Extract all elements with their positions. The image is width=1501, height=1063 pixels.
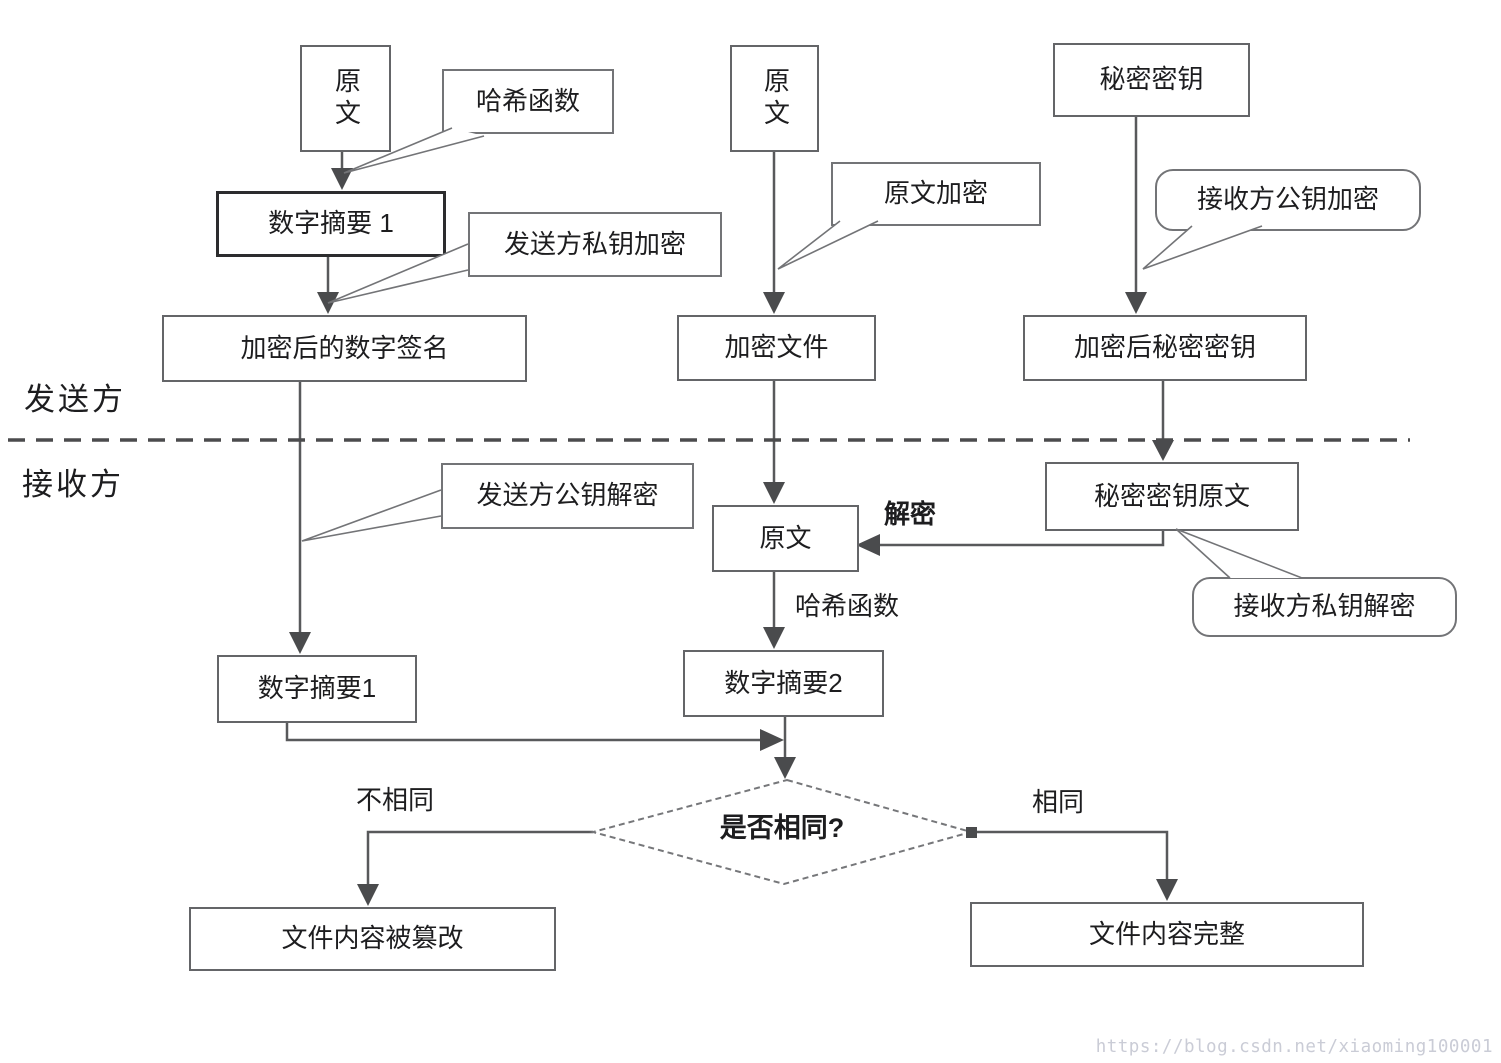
node-label: 原文 bbox=[759, 522, 812, 553]
edge-label-same: 相同 bbox=[1032, 787, 1085, 817]
callout-sender-private-key-encrypt: 发送方私钥加密 bbox=[468, 212, 722, 277]
arrow-same-branch bbox=[971, 830, 1169, 882]
node-label: 原文 bbox=[760, 66, 791, 131]
callout-receiver-public-key-encrypt: 接收方公钥加密 bbox=[1155, 169, 1421, 231]
callout-label: 接收方公钥加密 bbox=[1196, 184, 1379, 215]
node-original-text-receiver: 原文 bbox=[712, 505, 859, 572]
node-file-intact: 文件内容完整 bbox=[970, 902, 1364, 967]
callout-label: 接收方私钥解密 bbox=[1233, 591, 1416, 622]
node-digest1-receiver: 数字摘要1 bbox=[217, 655, 417, 723]
edge-label-hash-function: 哈希函数 bbox=[795, 591, 900, 621]
callout-label: 原文加密 bbox=[883, 178, 988, 209]
node-original-text-middle: 原文 bbox=[730, 45, 819, 152]
callout-original-text-encrypt: 原文加密 bbox=[831, 162, 1041, 226]
callout-receiver-private-key-decrypt: 接收方私钥解密 bbox=[1192, 577, 1457, 637]
node-label: 加密文件 bbox=[724, 332, 829, 363]
node-secret-key: 秘密密钥 bbox=[1053, 43, 1250, 117]
node-encrypted-signature: 加密后的数字签名 bbox=[162, 315, 527, 382]
tail-orig-encrypt bbox=[777, 220, 879, 270]
node-label: 文件内容被篡改 bbox=[281, 923, 464, 954]
node-digest2: 数字摘要2 bbox=[683, 650, 884, 717]
tail-sender-public bbox=[301, 489, 442, 542]
edge-label-decrypt: 解密 bbox=[884, 499, 937, 529]
decision-label: 是否相同? bbox=[719, 813, 845, 843]
callout-label: 发送方公钥解密 bbox=[476, 480, 659, 511]
node-original-text-sender: 原文 bbox=[300, 45, 391, 152]
node-label: 数字摘要 1 bbox=[268, 208, 394, 239]
node-label: 秘密密钥 bbox=[1099, 64, 1204, 95]
node-label: 文件内容完整 bbox=[1088, 918, 1245, 949]
callout-label: 发送方私钥加密 bbox=[503, 228, 686, 259]
node-digest1-sender: 数字摘要 1 bbox=[216, 191, 446, 257]
callout-label: 哈希函数 bbox=[475, 85, 580, 116]
node-encrypted-file: 加密文件 bbox=[677, 315, 876, 381]
arrow-not-same-branch bbox=[366, 830, 593, 886]
watermark-url: https://blog.csdn.net/xiaoming100001 bbox=[1095, 1037, 1493, 1057]
node-label: 数字摘要2 bbox=[724, 667, 843, 698]
edge-label-not-same: 不相同 bbox=[356, 785, 435, 815]
node-label: 加密后秘密密钥 bbox=[1073, 332, 1256, 363]
node-secret-key-plaintext: 秘密密钥原文 bbox=[1045, 462, 1299, 531]
node-file-tampered: 文件内容被篡改 bbox=[189, 907, 556, 971]
callout-hash-function-sender: 哈希函数 bbox=[442, 69, 614, 134]
lane-label-receiver: 接收方 bbox=[22, 467, 124, 502]
tail-receiver-public bbox=[1142, 225, 1263, 270]
node-label: 数字摘要1 bbox=[257, 673, 377, 704]
node-label: 秘密密钥原文 bbox=[1093, 480, 1250, 511]
node-label: 加密后的数字签名 bbox=[240, 332, 449, 363]
node-label: 原文 bbox=[331, 66, 362, 131]
node-encrypted-secret-key: 加密后秘密密钥 bbox=[1023, 315, 1307, 381]
lane-label-sender: 发送方 bbox=[24, 382, 126, 417]
tail-receiver-private bbox=[1175, 528, 1303, 579]
callout-sender-public-key-decrypt: 发送方公钥解密 bbox=[441, 463, 694, 529]
